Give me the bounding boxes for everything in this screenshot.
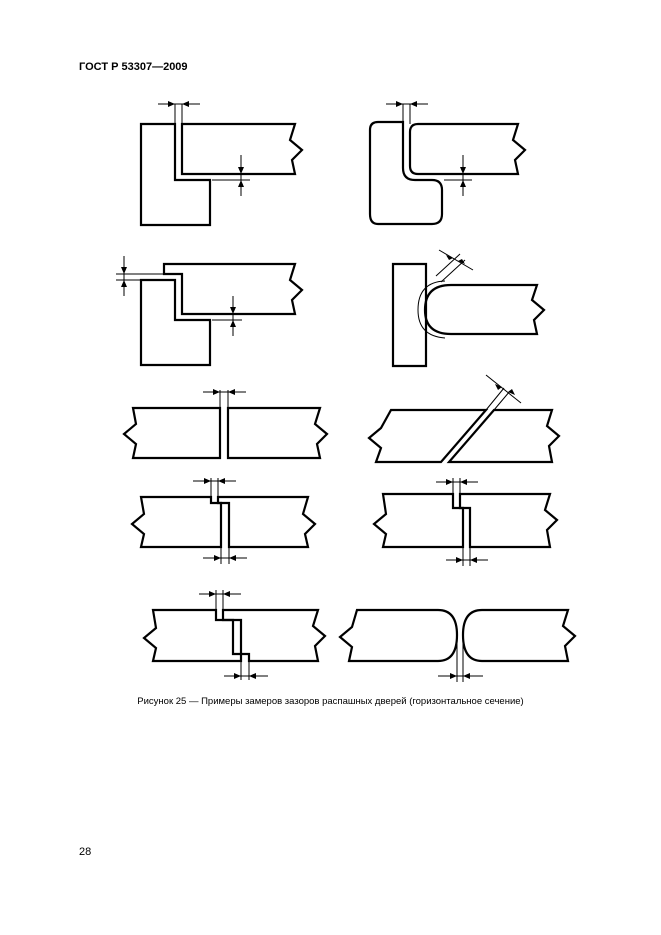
diagram-stepped-left (130, 478, 317, 564)
diagram-convex-edges (338, 608, 577, 682)
diagram-overlay-rebate (116, 256, 304, 367)
document-standard-id: ГОСТ Р 53307—2009 (79, 61, 188, 73)
figure-caption: Рисунок 25 — Примеры замеров зазоров рас… (137, 696, 524, 707)
diagram-diagonal-joint (367, 374, 561, 464)
diagram-rounded-edge (391, 249, 546, 368)
diagram-double-step (142, 590, 327, 680)
page-number: 28 (79, 846, 92, 858)
diagram-stepped-right (372, 478, 559, 566)
diagram-rebate-left (139, 101, 304, 227)
diagram-rounded-rebate (368, 101, 527, 226)
diagram-straight-butt (122, 389, 329, 460)
